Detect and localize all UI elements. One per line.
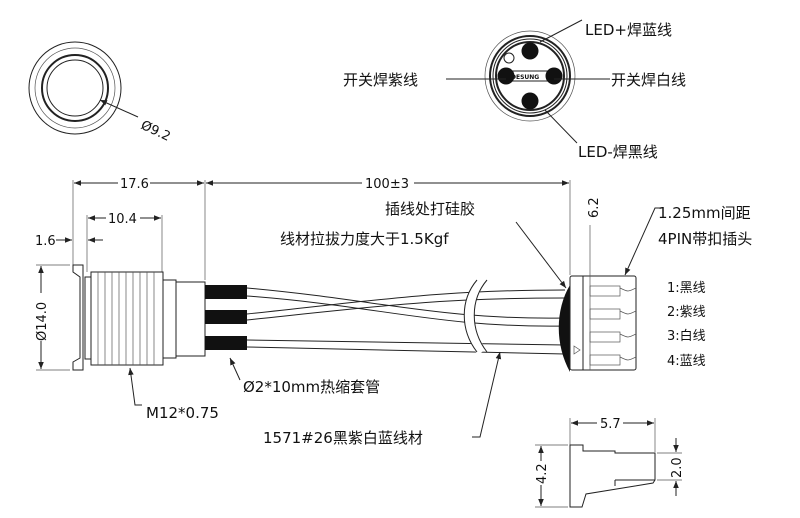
thread [90, 271, 164, 366]
opening-dim: 2.0 [670, 457, 685, 478]
pin-top [521, 42, 539, 60]
pin-left-label: 开关焊紫线 [343, 71, 418, 89]
connector-note-1: 1.25mm间距 [658, 204, 751, 222]
diameter-dim: Ø14.0 [35, 302, 50, 341]
silicone-note: 插线处打硅胶 [385, 200, 475, 218]
connector-side-height-dim: 4.2 [535, 463, 550, 484]
heat-shrink-2 [205, 310, 247, 324]
pin-list-item: 1:黑线 [667, 281, 706, 296]
ring-diameter-label: Ø9.2 [138, 118, 172, 145]
overall-length-dim: 17.6 [120, 177, 149, 192]
side-view: 17.6 100±3 10.4 1.6 Ø14.0 [34, 175, 752, 447]
pin-list-item: 2:紫线 [667, 305, 706, 320]
pin-face-view: DESUNG LED+焊蓝线 开关焊紫线 开关焊白线 LED-焊黑线 [343, 19, 686, 161]
flange-dim: 1.6 [35, 234, 56, 249]
thread-note: M12*0.75 [146, 404, 219, 422]
connector-width-dim: 5.7 [600, 417, 621, 432]
pin-right-label: 开关焊白线 [611, 71, 686, 89]
connector-housing [569, 275, 637, 371]
connector-height-dim: 6.2 [587, 197, 602, 218]
flange [72, 264, 84, 371]
pin-top-label: LED+焊蓝线 [585, 21, 672, 39]
front-ring-view: Ø9.2 [28, 41, 173, 145]
connector-side-view: 5.7 4.2 2.0 [534, 415, 685, 508]
pin-bottom [521, 92, 539, 110]
pin-list-item: 3:白线 [667, 328, 706, 344]
cable-note: 1571#26黑紫白蓝线材 [263, 429, 423, 447]
heat-shrink-1 [205, 285, 247, 299]
cable-wires [246, 287, 566, 355]
connector-note-2: 4PIN带扣插头 [658, 230, 752, 248]
pin-right [545, 67, 563, 85]
pin-bottom-label: LED-焊黑线 [578, 143, 658, 161]
pull-force-note: 线材拉拔力度大于1.5Kgf [280, 230, 449, 248]
heat-shrink-note: Ø2*10mm热缩套管 [243, 378, 380, 396]
pin-left [497, 67, 515, 85]
pin-list-item: 4:蓝线 [667, 354, 706, 369]
cable-length-dim: 100±3 [365, 177, 409, 192]
heat-shrink-3 [205, 336, 247, 350]
brand-mark: DESUNG [511, 74, 539, 81]
thread-length-dim: 10.4 [108, 212, 137, 227]
